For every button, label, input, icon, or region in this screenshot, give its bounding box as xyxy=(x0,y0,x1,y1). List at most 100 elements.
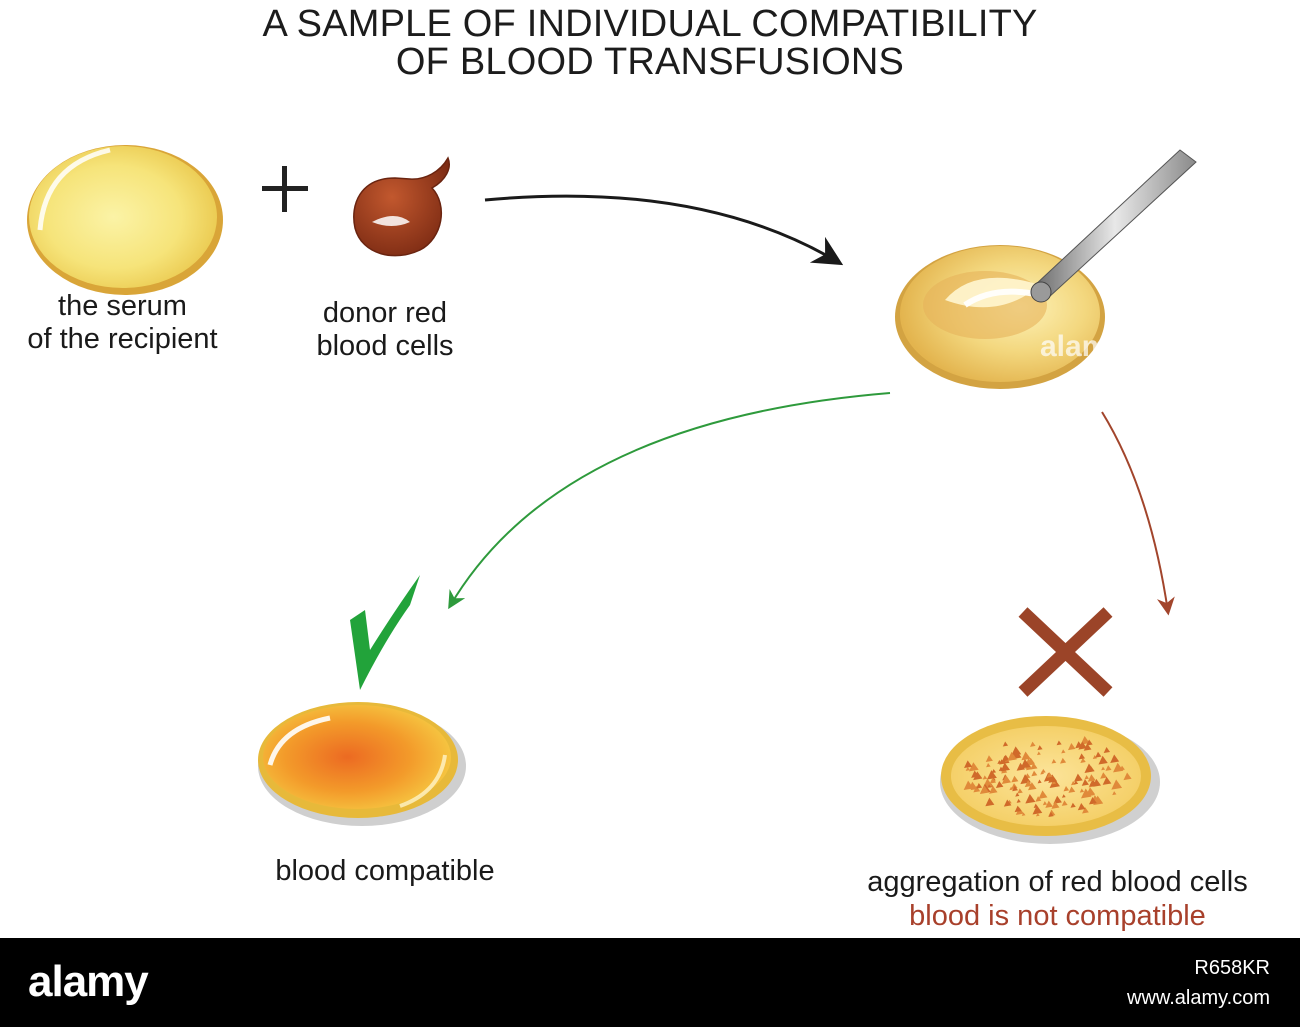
aggregated-cell xyxy=(1007,751,1017,762)
aggregated-cell xyxy=(1016,798,1021,803)
aggregated-cell xyxy=(1078,753,1086,760)
aggregated-cell xyxy=(1035,812,1040,817)
diagram: A SAMPLE OF INDIVIDUAL COMPATIBILITY OF … xyxy=(27,3,1248,932)
aggregated-cell xyxy=(1077,802,1086,811)
aggregated-cell xyxy=(1123,772,1132,781)
aggregated-cell xyxy=(1021,812,1026,816)
compatible-arrow xyxy=(448,392,891,610)
aggregated-cell xyxy=(1073,780,1079,785)
aggregated-cell xyxy=(1060,757,1067,764)
compatible-label: blood compatible xyxy=(275,855,495,887)
aggregated-cell xyxy=(1014,805,1022,813)
aggregated-cell xyxy=(985,755,993,762)
aggregated-cell xyxy=(1070,802,1076,808)
aggregated-cell xyxy=(1025,764,1033,771)
aggregated-cell xyxy=(1092,755,1097,760)
aggregated-cell xyxy=(1103,747,1111,754)
aggregated-cell xyxy=(1081,779,1089,786)
aggregated-cell xyxy=(965,766,970,771)
aggregated-cell xyxy=(1037,779,1042,784)
aggregated-cell xyxy=(1061,800,1068,806)
aggregated-cell xyxy=(1084,775,1089,780)
aggregated-cell xyxy=(1083,743,1092,751)
aggregated-cell xyxy=(1002,754,1010,762)
aggregated-cell xyxy=(1053,795,1062,804)
aggregated-cell xyxy=(985,797,995,807)
aggregated-cell xyxy=(1056,740,1062,746)
aggregated-cell xyxy=(1011,746,1022,756)
aggregated-cell xyxy=(1112,791,1117,796)
aggregated-cell xyxy=(1101,766,1106,771)
mix-arrow xyxy=(484,194,844,266)
aggregated-cell xyxy=(1045,800,1053,808)
aggregated-cell xyxy=(1033,803,1039,808)
serum-label-line-1: the serum xyxy=(58,290,187,322)
aggregated-cell xyxy=(1046,772,1053,778)
aggregated-cell xyxy=(997,760,1002,765)
aggregated-cell xyxy=(1061,794,1066,798)
aggregated-cell xyxy=(1078,741,1087,750)
aggregated-cell xyxy=(986,763,991,768)
aggregated-cell xyxy=(970,783,978,791)
aggregated-cell xyxy=(1111,779,1123,790)
aggregated-cell xyxy=(1017,788,1023,794)
aggregated-cell xyxy=(1079,788,1085,793)
aggregated-cell xyxy=(1031,770,1038,777)
aggregated-cell xyxy=(1021,751,1031,761)
aggregation-label: aggregation of red blood cells xyxy=(867,866,1248,898)
aggregated-cell xyxy=(964,760,973,769)
aggregated-cell xyxy=(1001,775,1012,784)
aggregated-cell xyxy=(1086,739,1093,746)
donor-label: donor red blood cells xyxy=(290,297,480,363)
donor-label-line-2: blood cells xyxy=(316,330,454,362)
aggregated-cell xyxy=(1110,754,1120,764)
aggregated-cell xyxy=(1085,787,1096,796)
compatible-dish xyxy=(258,702,466,826)
aggregated-cell xyxy=(1089,780,1096,786)
aggregated-cell xyxy=(1067,743,1076,751)
aggregated-cell xyxy=(1015,792,1020,797)
donor-blood-drop xyxy=(353,156,450,257)
incompatible-arrow xyxy=(1101,411,1175,616)
aggregated-cell xyxy=(1119,765,1125,771)
plus-icon xyxy=(262,166,308,212)
site-url: www.alamy.com xyxy=(1127,987,1270,1009)
aggregated-cell xyxy=(989,785,998,794)
aggregated-cell xyxy=(1016,762,1026,771)
image-id: R658KR xyxy=(1194,957,1270,979)
aggregated-cell xyxy=(1011,775,1019,783)
aggregated-cell xyxy=(1100,772,1108,779)
aggregated-cell xyxy=(1080,736,1090,745)
not-compatible-label: blood is not compatible xyxy=(909,900,1206,932)
aggregated-cell xyxy=(1002,741,1009,747)
aggregated-cell xyxy=(987,784,992,788)
check-icon xyxy=(350,575,420,690)
aggregated-cell xyxy=(1105,765,1112,771)
title-line-2: OF BLOOD TRANSFUSIONS xyxy=(395,41,905,83)
aggregated-cell xyxy=(1082,807,1089,814)
aggregated-cell xyxy=(1088,797,1097,805)
aggregated-cell xyxy=(1027,782,1037,791)
aggregated-cell xyxy=(1020,759,1031,769)
title-line-1: A SAMPLE OF INDIVIDUAL COMPATIBILITY xyxy=(262,3,1038,45)
alamy-logo: alamy xyxy=(28,957,149,1006)
aggregated-cell xyxy=(1048,774,1058,783)
aggregated-cell xyxy=(1042,801,1048,806)
aggregated-cell xyxy=(1080,757,1086,763)
aggregated-cell xyxy=(1061,749,1066,754)
serum-drop xyxy=(27,145,223,295)
aggregated-cell xyxy=(1037,745,1043,751)
aggregated-cell xyxy=(1051,780,1057,785)
footer-bar: alamy R658KR www.alamy.com xyxy=(0,938,1300,1027)
aggregated-cell xyxy=(1041,768,1046,774)
aggregated-cell xyxy=(968,762,979,772)
donor-label-line-1: donor red xyxy=(322,297,448,329)
aggregated-cell xyxy=(986,770,997,780)
aggregated-cell xyxy=(989,777,997,784)
aggregated-cell xyxy=(1038,790,1048,799)
aggregated-cell xyxy=(1073,773,1083,782)
aggregated-cell xyxy=(1051,759,1057,764)
aggregated-cell xyxy=(963,780,974,791)
aggregated-cell xyxy=(1102,776,1112,785)
watermark: alamy xyxy=(1040,330,1126,363)
